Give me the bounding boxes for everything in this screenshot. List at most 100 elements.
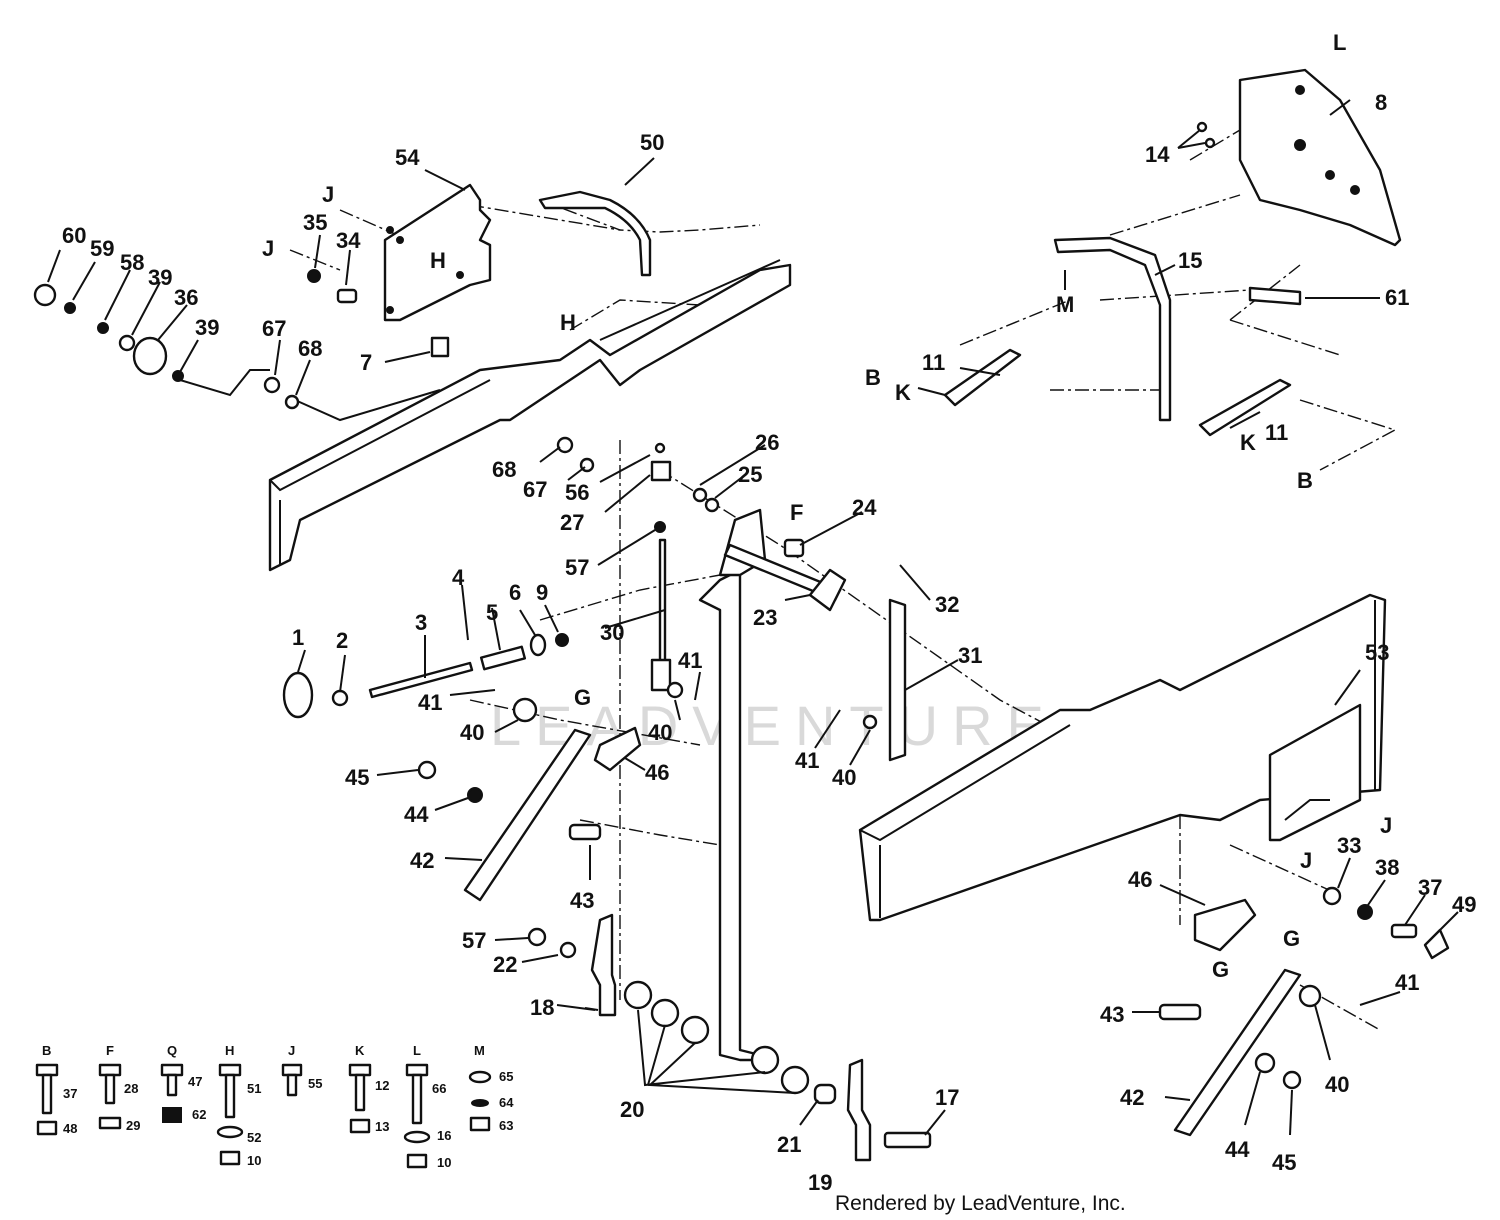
small-parts [33,121,1450,1149]
svg-text:29: 29 [126,1118,140,1133]
callout: 58 [120,250,144,275]
ref-letter: G [1283,926,1300,951]
svg-text:10: 10 [247,1153,261,1168]
callout: 67 [262,316,286,341]
callout: 6 [509,580,521,605]
ref-letter: J [1300,848,1312,873]
right-frame-rail [858,593,1387,922]
svg-text:H: H [225,1043,234,1058]
reference-letters: B B F G G G H H J J J J K K L M [262,30,1392,982]
callout: 3 [415,610,427,635]
callout: 34 [336,228,361,253]
callout: 42 [1120,1085,1144,1110]
callout: 45 [1272,1150,1296,1175]
callout: 42 [410,848,434,873]
callout: 41 [678,648,702,673]
bracket-19 [846,1058,872,1162]
leader-lines [47,99,1459,1136]
callout: 44 [1225,1137,1250,1162]
callout: 36 [174,285,198,310]
callout: 15 [1178,248,1202,273]
panel-54 [383,183,492,322]
callout: 2 [336,628,348,653]
ref-letter: F [790,500,803,525]
callout: 17 [935,1085,959,1110]
callout: 44 [404,802,429,827]
callout: 57 [565,555,589,580]
link-42-left [463,728,592,902]
svg-text:64: 64 [499,1095,514,1110]
callout: 7 [360,350,372,375]
callout: 67 [523,477,547,502]
callout: 25 [738,462,762,487]
callout: 68 [492,457,516,482]
callout: 46 [1128,867,1152,892]
callout: 32 [935,592,959,617]
bracket-46-left [593,726,642,772]
callout: 68 [298,336,322,361]
svg-text:F: F [106,1043,114,1058]
svg-text:51: 51 [247,1081,261,1096]
callout: 39 [148,265,172,290]
rod-15 [1053,236,1172,422]
hardware-key: B 37 48 F 28 29 Q 47 62 H 51 52 10 J 55 … [35,1043,514,1170]
callout: 5 [486,600,498,625]
callout: 14 [1145,142,1170,167]
callout: 31 [958,643,982,668]
svg-text:48: 48 [63,1121,77,1136]
callout: 53 [1365,640,1389,665]
callout: 50 [640,130,664,155]
callout: 38 [1375,855,1399,880]
svg-text:M: M [474,1043,485,1058]
plate-11-right [1198,378,1292,437]
callout: 8 [1375,90,1387,115]
callout: 4 [452,565,465,590]
footer-credit: Rendered by LeadVenture, Inc. [835,1192,1126,1215]
callout: 57 [462,928,486,953]
svg-text:63: 63 [499,1118,513,1133]
svg-text:13: 13 [375,1119,389,1134]
callout: 41 [795,748,819,773]
callout: 20 [620,1097,644,1122]
ref-letter: K [1240,430,1256,455]
link-42-right [1173,968,1302,1137]
callout: 40 [460,720,484,745]
callout: 27 [560,510,584,535]
svg-text:62: 62 [192,1107,206,1122]
callout: 21 [777,1132,801,1157]
svg-text:B: B [42,1043,51,1058]
ref-letter: M [1056,292,1074,317]
rod-31 [888,598,907,762]
svg-text:10: 10 [437,1155,451,1170]
svg-text:J: J [288,1043,295,1058]
callout: 40 [648,720,672,745]
callout: 11 [1265,420,1288,445]
callout: 35 [303,210,327,235]
washers-20 [623,980,810,1095]
callout: 24 [852,495,877,520]
bracket-46-right [1193,898,1257,952]
shaft-23 [723,543,847,612]
svg-text:K: K [355,1043,365,1058]
callout: 45 [345,765,369,790]
callout: 43 [570,888,594,913]
callout: 30 [600,620,624,645]
svg-text:52: 52 [247,1130,261,1145]
ref-letter: H [430,248,446,273]
alignment-lines [179,129,1397,1031]
callout: 56 [565,480,589,505]
ref-letter: H [560,310,576,335]
callout: 54 [395,145,420,170]
svg-text:55: 55 [308,1076,322,1091]
ref-letter: G [1212,957,1229,982]
callout: 41 [1395,970,1419,995]
callout: 22 [493,952,517,977]
ref-letter: G [574,685,591,710]
svg-text:Q: Q [167,1043,177,1058]
ref-letter: B [865,365,881,390]
callout-labels: 1 2 3 4 5 6 9 7 8 11 11 14 15 17 18 19 2… [62,90,1476,1195]
center-lever [698,508,767,1062]
callout: 23 [753,605,777,630]
callout: 43 [1100,1002,1124,1027]
